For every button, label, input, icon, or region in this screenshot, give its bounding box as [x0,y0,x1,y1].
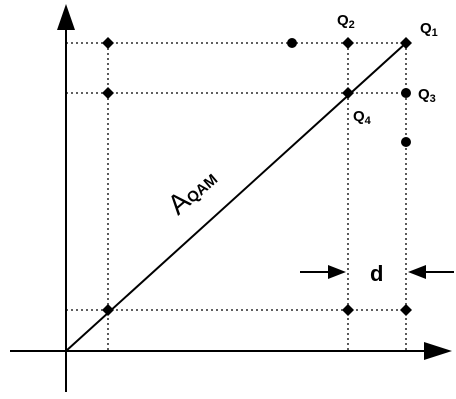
y-axis-arrowhead [57,4,75,30]
point-q4 [342,87,354,99]
spacing-arrow-left-head [328,265,346,279]
label-amplitude: AQAM [162,162,223,221]
spacing-marker [300,265,454,279]
point-right-inner [401,137,411,147]
spacing-arrow-right-head [408,265,426,279]
label-q1: Q1 [420,20,438,39]
label-spacing: d [370,261,383,286]
point-top-left [102,37,114,49]
x-axis-arrowhead [424,342,452,360]
point-bottom-right [400,304,412,316]
point-top-inner [287,38,297,48]
point-q2 [342,37,354,49]
label-q4: Q4 [353,108,372,127]
point-q1 [400,37,412,49]
label-q3: Q3 [418,86,436,105]
label-q2: Q2 [337,12,355,31]
point-upper-left [102,87,114,99]
point-q3 [401,88,411,98]
amplitude-vector [65,42,407,352]
point-bottom-mid [342,304,354,316]
constellation-points [102,37,412,316]
point-bottom-left [102,304,114,316]
